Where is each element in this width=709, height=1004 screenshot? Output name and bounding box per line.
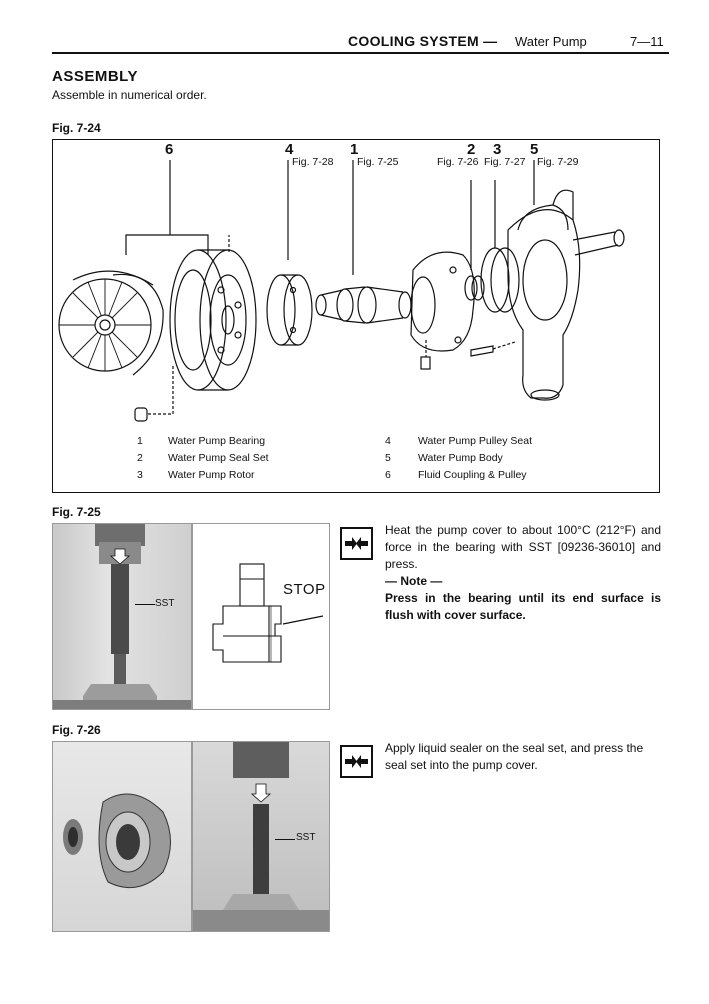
legend-text-5: Water Pump Body: [418, 452, 503, 464]
fig26-label: Fig. 7-26: [52, 723, 101, 737]
press-tool-illustration: [53, 524, 191, 709]
legend-num-2: 2: [137, 452, 143, 464]
header-section-title: COOLING SYSTEM —: [348, 33, 498, 49]
legend-num-6: 6: [385, 469, 391, 481]
legend-num-3: 3: [137, 469, 143, 481]
fig25-cross-section: [192, 523, 330, 710]
assembly-title: ASSEMBLY: [52, 68, 138, 85]
water-pump-exploded-diagram: [58, 160, 625, 422]
fig25-instruction: Heat the pump cover to about 100°C (212°…: [385, 523, 661, 571]
callout-4-num: 4: [285, 141, 294, 158]
fig25-note-text: Press in the bearing until its end surfa…: [385, 591, 661, 622]
callout-5-ref: Fig. 7-29: [537, 156, 579, 168]
legend-text-4: Water Pump Pulley Seat: [418, 435, 532, 447]
legend-num-4: 4: [385, 435, 391, 447]
callout-1-num: 1: [350, 141, 359, 158]
fig24-frame: [52, 139, 660, 493]
seal-and-cover-illustration: [63, 793, 171, 889]
legend-text-6: Fluid Coupling & Pulley: [418, 469, 527, 481]
fig26-parts-photo: [52, 741, 192, 932]
assembly-subtitle: Assemble in numerical order.: [52, 88, 207, 102]
seal-press-tool-illustration: [193, 742, 329, 931]
callout-4-ref: Fig. 7-28: [292, 156, 334, 168]
fig26-sst-leader-line: [275, 839, 295, 840]
arrows-pointing-inward-icon: [340, 527, 373, 560]
callout-3-ref: Fig. 7-27: [484, 156, 526, 168]
callout-5-num: 5: [530, 141, 539, 158]
legend-text-2: Water Pump Seal Set: [168, 452, 269, 464]
fig25-note-title: — Note —: [385, 574, 443, 588]
callout-2-ref: Fig. 7-26: [437, 156, 479, 168]
legend-text-1: Water Pump Bearing: [168, 435, 266, 447]
legend-num-5: 5: [385, 452, 391, 464]
fig24-label: Fig. 7-24: [52, 121, 101, 135]
fig26-press-photo: [192, 741, 330, 932]
fig26-sst-label: SST: [296, 832, 316, 843]
callout-3-num: 3: [493, 141, 502, 158]
legend-text-3: Water Pump Rotor: [168, 469, 255, 481]
callout-1-ref: Fig. 7-25: [357, 156, 399, 168]
bearing-cross-section-drawing: [212, 563, 324, 663]
press-fit-arrows-icon: [340, 745, 373, 778]
fig25-sst-label: SST: [155, 598, 175, 609]
fig25-label: Fig. 7-25: [52, 505, 101, 519]
callout-6-num: 6: [165, 141, 174, 158]
fig26-instruction: Apply liquid sealer on the seal set, and…: [385, 741, 644, 772]
fig25-stop-label: STOP: [283, 581, 326, 598]
legend-num-1: 1: [137, 435, 143, 447]
callout-2-num: 2: [467, 141, 476, 158]
header-rule: [52, 52, 669, 54]
fig25-press-photo: [52, 523, 192, 710]
sst-leader-line: [135, 604, 155, 605]
header-subsection-title: Water Pump: [515, 34, 587, 49]
page-number: 7—11: [630, 34, 664, 49]
